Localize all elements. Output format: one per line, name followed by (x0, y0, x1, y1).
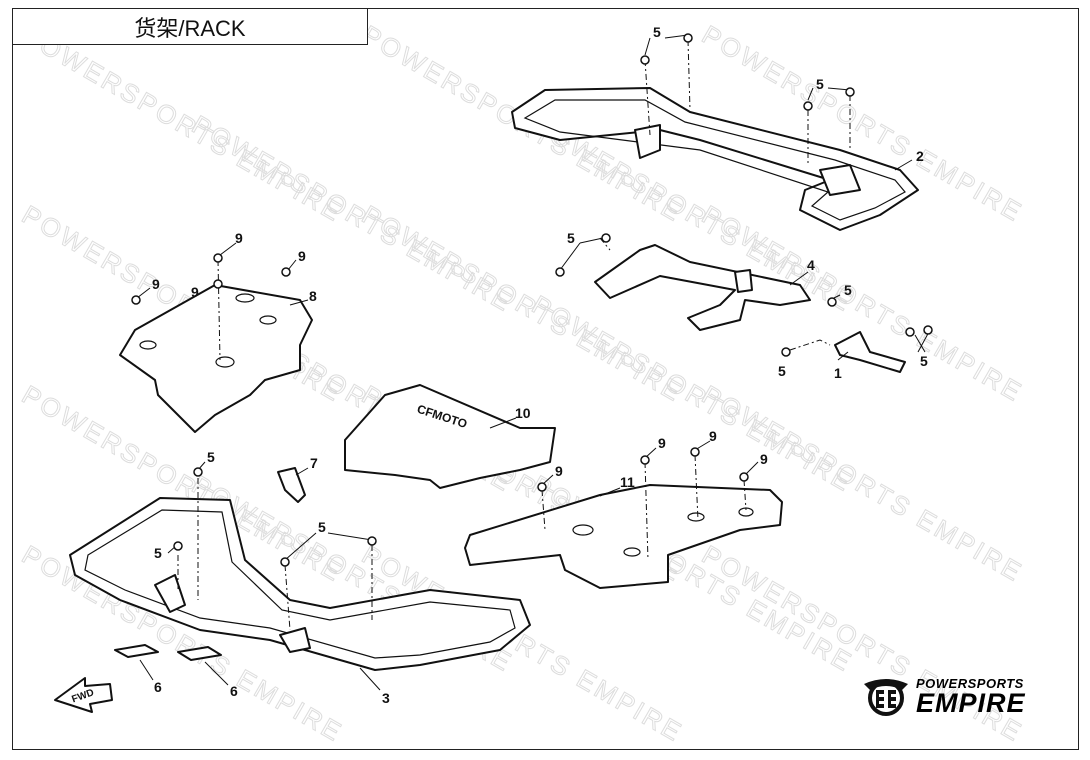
callout-8: 8 (309, 288, 317, 304)
callout-4: 4 (807, 257, 815, 273)
callout-5: 5 (778, 363, 786, 379)
callout-11: 11 (620, 474, 635, 490)
callout-5: 5 (154, 545, 162, 561)
callout-5: 5 (207, 449, 215, 465)
part-7-clip[interactable] (277, 467, 306, 503)
callout-3: 3 (382, 690, 390, 706)
empire-emblem-icon (864, 679, 908, 716)
callout-10: 10 (515, 405, 531, 421)
callout-5: 5 (816, 76, 824, 92)
callout-9: 9 (235, 230, 243, 246)
part-10-cover[interactable]: CFMOTO (344, 384, 556, 489)
callout-9: 9 (709, 428, 717, 444)
page-title: 货架/RACK (12, 8, 368, 45)
part-6-sticker-right[interactable] (177, 646, 222, 661)
callout-2: 2 (916, 148, 924, 164)
part-11-rear-cover[interactable] (464, 484, 783, 589)
callout-5: 5 (920, 353, 928, 369)
part-3-front-rack[interactable] (69, 497, 531, 671)
callout-9: 9 (658, 435, 666, 451)
leader-lines (136, 34, 931, 691)
callout-9: 9 (555, 463, 563, 479)
bolts (131, 33, 933, 567)
part-2-rear-rack[interactable] (511, 87, 919, 231)
callout-5: 5 (844, 282, 852, 298)
powersports-empire-logo: POWERSPORTS EMPIRE (862, 676, 1026, 716)
callouts: 5 5 2 5 4 5 5 1 5 9 9 9 9 8 10 7 5 5 5 9… (152, 24, 928, 706)
callout-1: 1 (834, 365, 842, 381)
callout-9: 9 (152, 276, 160, 292)
brand-line1: POWERSPORTS (916, 675, 1024, 691)
callout-9: 9 (760, 451, 768, 467)
fwd-arrow: FWD (54, 677, 113, 713)
callout-5: 5 (567, 230, 575, 246)
part-6-sticker-left[interactable] (114, 644, 159, 658)
callout-7: 7 (310, 455, 318, 471)
callout-9: 9 (298, 248, 306, 264)
part-8-front-cover[interactable] (119, 284, 313, 433)
callout-5: 5 (653, 24, 661, 40)
callout-6: 6 (154, 679, 162, 695)
callout-9: 9 (191, 284, 199, 300)
callout-5: 5 (318, 519, 326, 535)
callout-6: 6 (230, 683, 238, 699)
drawing-frame (12, 8, 1079, 750)
brand-line2: EMPIRE (916, 687, 1026, 718)
part-1-clip[interactable] (834, 331, 906, 373)
part-4-bracket[interactable] (594, 244, 811, 331)
